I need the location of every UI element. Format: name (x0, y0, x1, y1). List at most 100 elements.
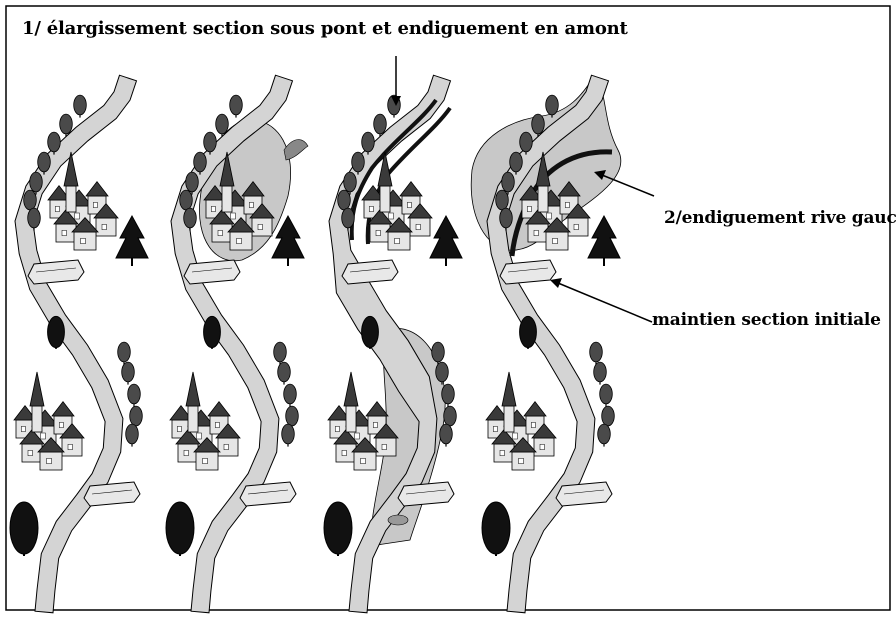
house-window (389, 213, 394, 219)
house-window (231, 213, 236, 219)
house-window (361, 458, 366, 463)
house-window (197, 433, 202, 439)
church-tower (538, 186, 548, 212)
church-tower (380, 186, 390, 212)
church-spire (30, 372, 44, 406)
dark-tree-crown (166, 502, 194, 554)
house-window (540, 444, 544, 449)
scenario-panel-1 (10, 75, 148, 613)
house-window (62, 230, 66, 235)
tree-crown (48, 132, 61, 152)
tree-crown (130, 406, 143, 426)
tree-crown (186, 172, 199, 192)
dark-tree-crown (482, 502, 510, 554)
house-window (500, 450, 504, 455)
pine-tree (116, 216, 148, 258)
house-window (376, 230, 380, 235)
scenario-panel-3 (324, 75, 462, 613)
tree-crown (352, 152, 365, 172)
house-window (355, 433, 360, 439)
house-window (21, 426, 25, 431)
house-window (395, 238, 400, 243)
tree-crown (74, 95, 87, 115)
arrow-initial-section (558, 283, 652, 322)
house-window (565, 202, 569, 207)
house-window (416, 224, 420, 229)
house-window (93, 202, 97, 207)
tree-crown (432, 342, 445, 362)
pine-tree (430, 216, 462, 258)
tree-crown (440, 424, 453, 444)
tree-crown (204, 132, 217, 152)
tree-crown (598, 424, 611, 444)
church-spire (186, 372, 200, 406)
tree-crown (122, 362, 135, 382)
house-window (68, 444, 72, 449)
house-window (527, 206, 531, 211)
tree-crown (532, 114, 545, 134)
dark-tree-crown (48, 316, 65, 347)
bird-icon (284, 140, 308, 160)
house-window (211, 206, 215, 211)
tree-crown (502, 172, 515, 192)
tree-crown (278, 362, 291, 382)
church-tower (32, 406, 42, 432)
scenario-panel-4 (471, 75, 621, 613)
tree-crown (184, 208, 197, 228)
house-roof (52, 402, 74, 416)
tree-crown (118, 342, 131, 362)
tree-crown (284, 384, 297, 404)
tree-crown (602, 406, 615, 426)
house-window (218, 230, 222, 235)
church-tower (188, 406, 198, 432)
dark-tree-crown (10, 502, 38, 554)
church-spire (502, 372, 516, 406)
house-window (224, 444, 228, 449)
house-window (382, 444, 386, 449)
tree-crown (282, 424, 295, 444)
pine-tree (588, 216, 620, 258)
diagram-title: 1/ élargissement section sous pont et en… (22, 18, 628, 39)
tree-crown (374, 114, 387, 134)
tree-crown (216, 114, 229, 134)
tree-crown (520, 132, 533, 152)
tree-crown (24, 190, 37, 210)
house-window (47, 458, 52, 463)
arrowhead-initial-section (550, 278, 562, 288)
church-tower (346, 406, 356, 432)
house-window (184, 450, 188, 455)
tree-crown (590, 342, 603, 362)
house-window (407, 202, 411, 207)
tree-crown (436, 362, 449, 382)
tree-crown (594, 362, 607, 382)
dark-tree-crown (362, 316, 379, 347)
dark-tree-crown (324, 502, 352, 554)
house-window (547, 213, 552, 219)
house-window (369, 206, 373, 211)
house-window (342, 450, 346, 455)
tree-crown (230, 95, 243, 115)
tree-crown (274, 342, 287, 362)
arrow-left-bank (602, 175, 654, 196)
house-roof (400, 182, 422, 196)
house-window (335, 426, 339, 431)
house-window (102, 224, 106, 229)
scenario-panel-2 (166, 75, 308, 613)
house-window (41, 433, 46, 439)
tree-crown (30, 172, 43, 192)
house-window (519, 458, 524, 463)
house-window (55, 206, 59, 211)
tree-crown (128, 384, 141, 404)
scenario-panels (10, 75, 621, 613)
house-roof (524, 402, 546, 416)
church-tower (66, 186, 76, 212)
annotation-left-bank-dike: 2/endiguement rive gauche (664, 208, 896, 228)
church-tower (222, 186, 232, 212)
tree-crown (362, 132, 375, 152)
house-window (373, 422, 377, 427)
tree-crown (344, 172, 357, 192)
tree-crown (442, 384, 455, 404)
tree-crown (444, 406, 457, 426)
tree-crown (600, 384, 613, 404)
